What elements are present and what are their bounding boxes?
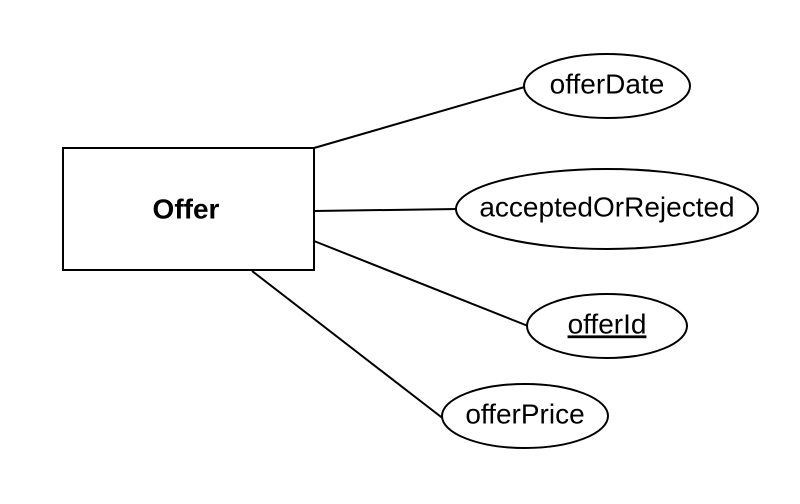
attribute-ellipse bbox=[526, 293, 688, 359]
attribute-acceptedOrRejected[interactable]: acceptedOrRejected bbox=[455, 168, 759, 250]
attribute-ellipse bbox=[523, 53, 691, 119]
connector-acceptedOrRejected bbox=[313, 208, 459, 212]
attribute-label-acceptedOrRejected: acceptedOrRejected bbox=[479, 191, 734, 222]
entity-offer[interactable]: Offer bbox=[62, 147, 315, 271]
attribute-label-offerId: offerId bbox=[568, 308, 647, 339]
attribute-label-offerPrice: offerPrice bbox=[465, 398, 584, 429]
connector-offerDate bbox=[313, 85, 529, 149]
attribute-label-offerDate: offerDate bbox=[550, 68, 665, 99]
attribute-ellipse bbox=[441, 383, 609, 449]
attribute-ellipse bbox=[455, 168, 759, 250]
connector-offerPrice bbox=[251, 270, 459, 431]
attribute-offerDate[interactable]: offerDate bbox=[523, 53, 691, 119]
entity-label: Offer bbox=[153, 193, 220, 224]
entity-box bbox=[62, 147, 315, 271]
attribute-offerId[interactable]: offerId bbox=[526, 293, 688, 359]
connector-offerId bbox=[313, 240, 529, 327]
attribute-offerPrice[interactable]: offerPrice bbox=[441, 383, 609, 449]
